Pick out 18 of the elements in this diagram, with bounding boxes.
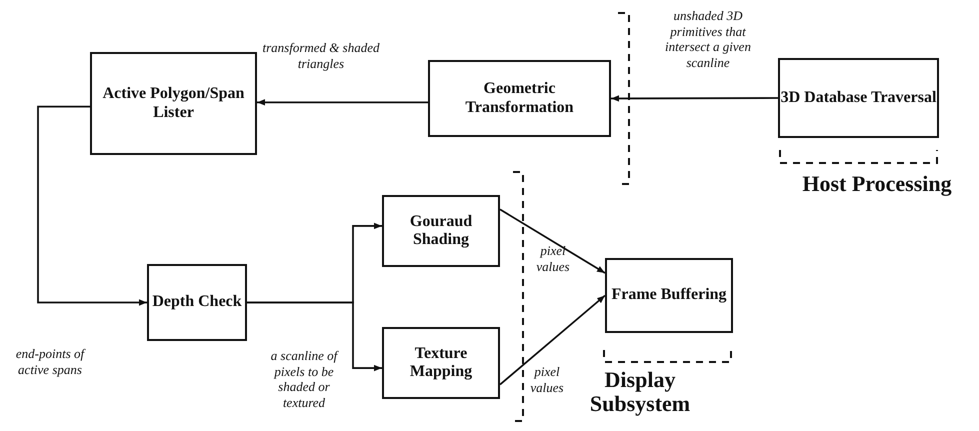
arrow — [247, 302, 382, 372]
process-box: Texture Mapping — [382, 327, 500, 399]
group-title: Host Processing — [801, 172, 953, 196]
edge-label: pixel values — [529, 364, 565, 396]
process-box: 3D Database Traversal — [778, 58, 939, 138]
arrow — [257, 99, 428, 106]
arrow — [499, 294, 606, 386]
process-box: Active Polygon/Span Lister — [90, 52, 257, 155]
arrow — [37, 106, 147, 306]
process-box: Gouraud Shading — [382, 195, 500, 267]
process-box: Geometric Transformation — [428, 60, 611, 137]
process-box: Depth Check — [147, 264, 247, 341]
group-title: Display Subsystem — [588, 368, 692, 416]
arrow — [500, 208, 606, 274]
edge-label: pixel values — [535, 243, 571, 274]
process-box: Frame Buffering — [605, 258, 733, 333]
arrow — [611, 95, 778, 102]
edge-label: transformed & shaded triangles — [262, 40, 380, 72]
